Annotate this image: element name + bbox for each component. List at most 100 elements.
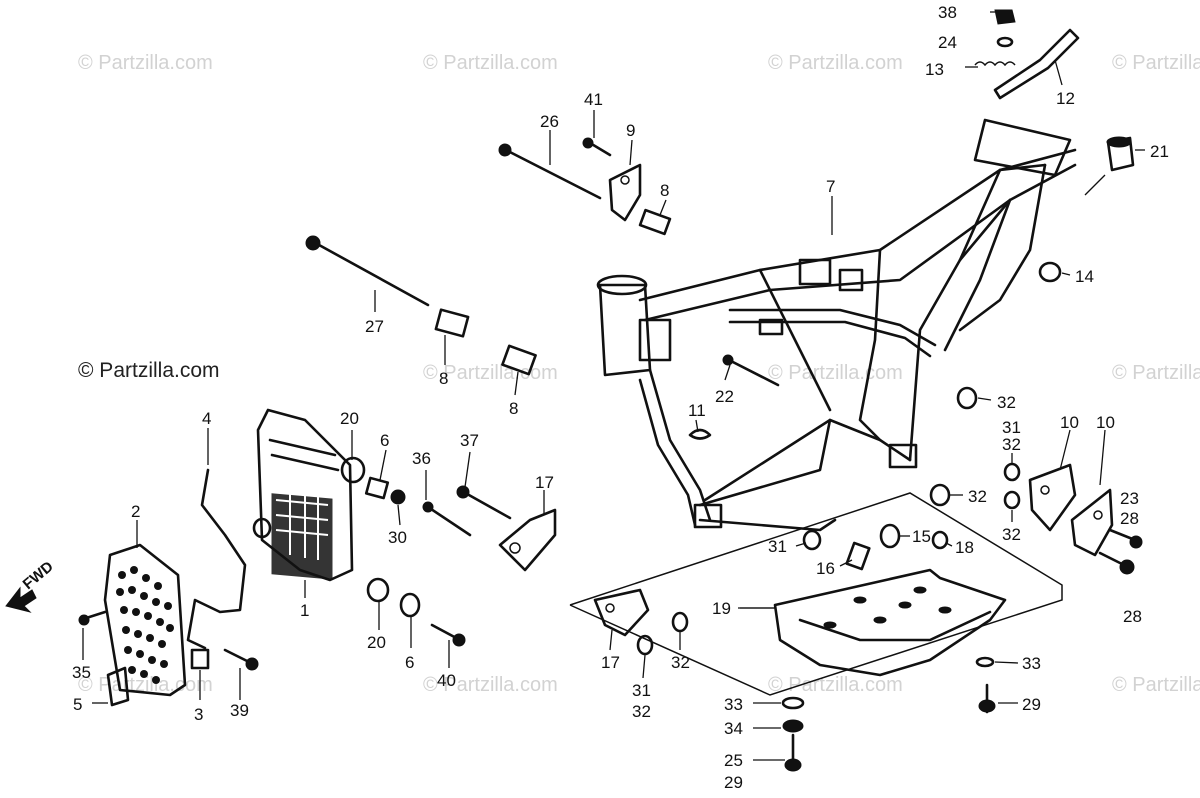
nut-32-a <box>956 386 978 410</box>
callout-8-low: 8 <box>509 399 518 418</box>
radiator-grille <box>103 543 187 697</box>
washer-34 <box>782 719 804 733</box>
callout-11: 11 <box>688 401 706 420</box>
callout-5: 5 <box>73 695 82 714</box>
callout-41: 41 <box>584 90 603 109</box>
callout-39: 39 <box>230 701 249 720</box>
cushion-20-low <box>366 577 390 603</box>
callout-32-a: 32 <box>997 393 1016 412</box>
frame-assembly <box>596 118 1077 532</box>
callout-3: 3 <box>194 705 203 724</box>
skid-plate-boundary <box>569 492 1063 696</box>
callout-28-b: 28 <box>1123 607 1142 626</box>
bolt-39 <box>223 648 259 671</box>
bolt-23-28 <box>1108 528 1143 549</box>
bolt-41 <box>582 137 612 157</box>
callout-10-left: 10 <box>1060 413 1079 432</box>
callout-32-b: 32 <box>1002 435 1021 454</box>
watermark: © Partzilla.com <box>768 52 903 74</box>
callout-6-top: 6 <box>380 431 389 450</box>
bolt-36 <box>422 501 472 537</box>
callout-32-c: 32 <box>968 487 987 506</box>
bolt-40 <box>430 623 466 647</box>
callout-26: 26 <box>540 112 559 131</box>
callout-31-b: 31 <box>768 537 787 556</box>
callout-1: 1 <box>300 601 309 620</box>
washer-24 <box>996 36 1014 48</box>
callout-25: 25 <box>724 751 743 770</box>
radiator <box>252 408 354 582</box>
callout-19: 19 <box>712 599 731 618</box>
callout-33-a: 33 <box>1022 654 1041 673</box>
callout-6-low: 6 <box>405 653 414 672</box>
callouts: 1 2 3 4 5 6 6 7 8 8 8 9 10 10 11 12 13 1… <box>72 3 1169 792</box>
skid-plate <box>773 568 1007 677</box>
callout-33-b: 33 <box>724 695 743 714</box>
nut-32-b <box>929 483 951 507</box>
washer-33-b <box>781 696 805 710</box>
callout-32-f: 32 <box>632 702 651 721</box>
callout-31-c: 31 <box>632 681 651 700</box>
spring-13 <box>974 61 1016 67</box>
fwd-arrow <box>5 586 37 613</box>
callout-14: 14 <box>1075 267 1094 286</box>
callout-27: 27 <box>365 317 384 336</box>
fwd-label: FWD <box>20 558 57 593</box>
watermark: © Partzilla.com <box>423 362 558 384</box>
grommet-15 <box>879 523 901 549</box>
callout-36: 36 <box>412 449 431 468</box>
long-bolt-26 <box>498 143 602 200</box>
radiator-hose <box>186 468 247 650</box>
callout-23: 23 <box>1120 489 1139 508</box>
callout-20-low: 20 <box>367 633 386 652</box>
callout-38: 38 <box>938 3 957 22</box>
nut-30 <box>390 489 406 505</box>
nut-32-d <box>1003 490 1021 510</box>
callout-15: 15 <box>912 527 931 546</box>
watermark: © Partzilla.com <box>1112 674 1200 696</box>
grommet-14 <box>1038 261 1062 283</box>
watermark: © Partzilla.com <box>423 52 558 74</box>
callout-21: 21 <box>1150 142 1169 161</box>
washer-33 <box>975 656 995 668</box>
clip-11 <box>688 428 712 440</box>
bolt-25 <box>784 733 802 772</box>
bolt-37 <box>456 485 512 520</box>
callout-28-a: 28 <box>1120 509 1139 528</box>
callout-4: 4 <box>202 409 211 428</box>
callout-34: 34 <box>724 719 743 738</box>
cushion-20-top <box>340 456 366 484</box>
callout-18: 18 <box>955 538 974 557</box>
bracket-10-right <box>1070 488 1114 557</box>
callout-22: 22 <box>715 387 734 406</box>
collar-8-top <box>638 208 672 236</box>
callout-24: 24 <box>938 33 957 52</box>
watermark: © Partzilla.com <box>78 52 213 74</box>
callout-17-left: 17 <box>535 473 554 492</box>
callout-16: 16 <box>816 559 835 578</box>
callout-31-a: 31 <box>1002 418 1021 437</box>
collar-16 <box>845 541 871 571</box>
bracket-10-left <box>1028 463 1077 532</box>
bolt-28 <box>1098 551 1135 575</box>
watermark: © Partzilla.com <box>768 674 903 696</box>
engine-mount-plate-9 <box>608 163 642 222</box>
nut-31-32-b <box>636 634 654 656</box>
bracket-17-low <box>593 588 650 637</box>
callout-9: 9 <box>626 121 635 140</box>
clip-5 <box>106 666 130 707</box>
callout-29-b: 29 <box>724 773 743 792</box>
watermark: © Partzilla.com <box>1112 362 1200 384</box>
bolt-22 <box>722 354 780 387</box>
callout-8-mid: 8 <box>439 369 448 388</box>
leader-lines <box>82 11 1145 761</box>
bolt-35 <box>78 610 107 626</box>
collar-8-low <box>501 344 537 376</box>
callout-10-right: 10 <box>1096 413 1115 432</box>
long-bolt-27 <box>305 235 430 307</box>
callout-32-d: 32 <box>1002 525 1021 544</box>
callout-35: 35 <box>72 663 91 682</box>
collar-8-mid <box>434 308 470 338</box>
callout-37: 37 <box>460 431 479 450</box>
callout-13: 13 <box>925 60 944 79</box>
